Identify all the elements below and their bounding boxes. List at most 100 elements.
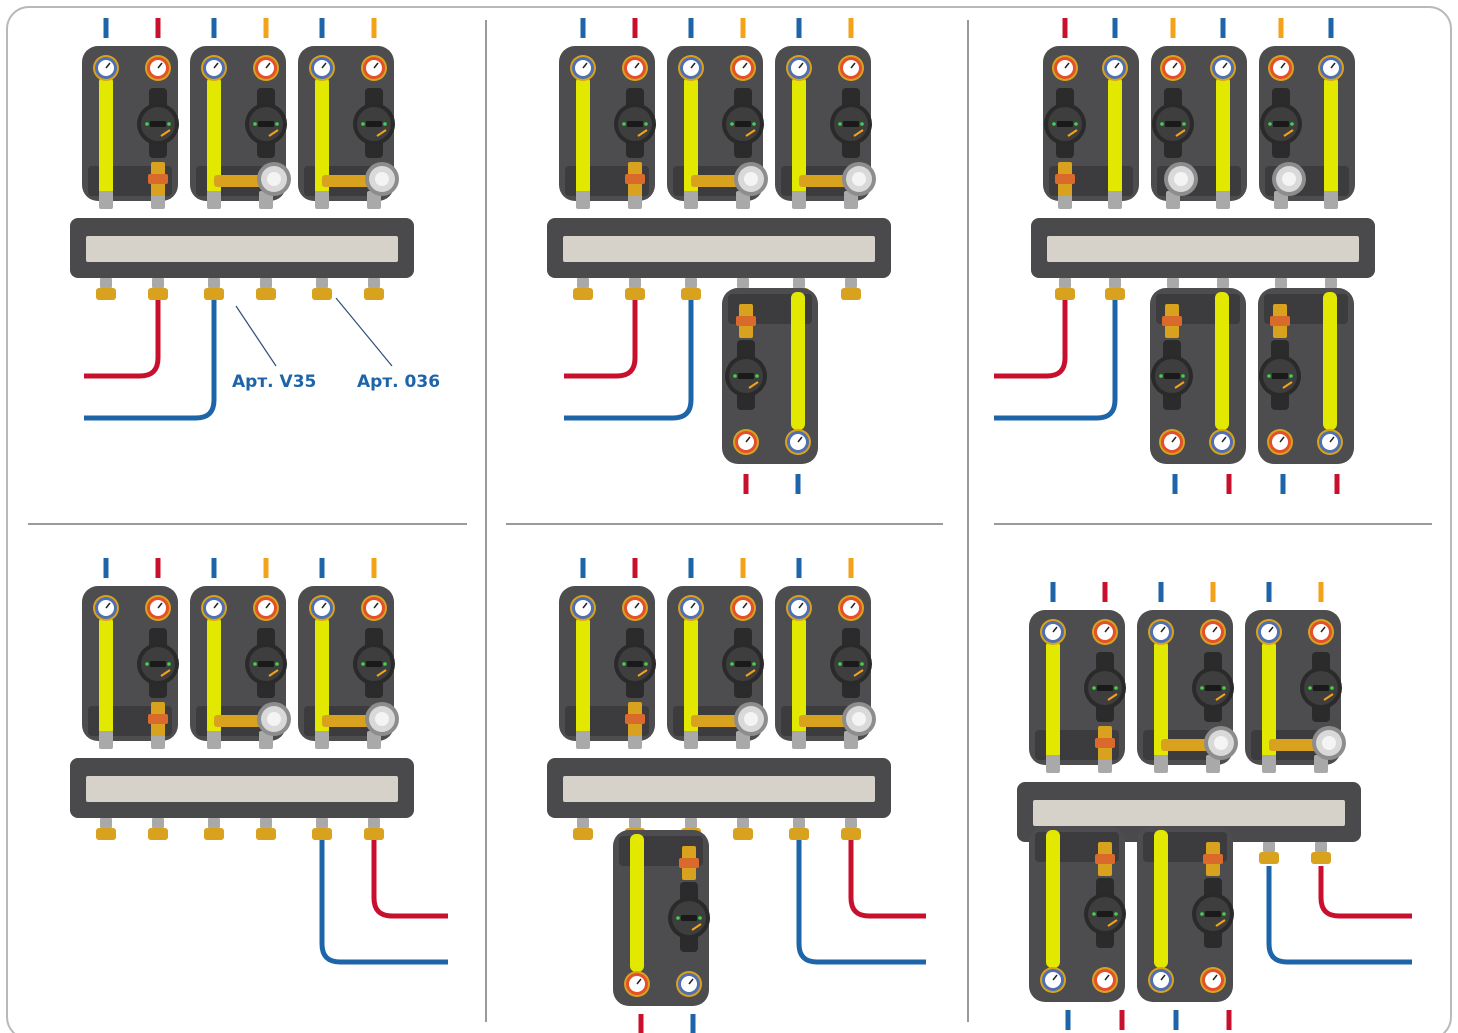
circulation-pump-icon: [614, 88, 656, 158]
supply-pipe: [1266, 866, 1412, 965]
pipe-stub: [1172, 474, 1178, 494]
pipe-stub: [848, 558, 854, 578]
manifold-outlet-fitting: [148, 818, 168, 840]
manifold-outlet-fitting: [681, 278, 701, 300]
mixing-valve-icon: [1204, 726, 1238, 760]
pipe-stub: [632, 558, 638, 578]
manifold-outlet-fitting: [1311, 842, 1331, 864]
pipe-stub: [795, 474, 801, 494]
manifold-outlet-fitting: [625, 278, 645, 300]
thermometer-gauge-icon: [1308, 619, 1334, 645]
pipe-stub: [690, 1014, 696, 1033]
supply-pipe: [371, 840, 448, 919]
mixing-valve-icon: [257, 162, 291, 196]
thermometer-gauge-icon: [253, 55, 279, 81]
pipe-stub: [1318, 582, 1324, 602]
pump-group-module: [1245, 610, 1346, 773]
thermometer-gauge-icon: [201, 595, 227, 621]
manifold-outlet-fitting: [789, 818, 809, 840]
pipe-stub: [1226, 474, 1232, 494]
thermometer-gauge-icon: [1052, 55, 1078, 81]
thermometer-gauge-icon: [309, 595, 335, 621]
ball-valve-icon: [1055, 162, 1075, 196]
pipe-stub: [740, 18, 746, 38]
supply-pipe: [564, 300, 694, 421]
manifold-outlet-fitting: [841, 278, 861, 300]
ball-valve-icon: [625, 702, 645, 736]
thermometer-gauge-icon: [253, 595, 279, 621]
manifold-outlet-fitting: [312, 278, 332, 300]
thermometer-gauge-icon: [1317, 429, 1343, 455]
pipe-stub: [1158, 582, 1164, 602]
thermometer-gauge-icon: [570, 55, 596, 81]
pump-group-module-lower: [613, 830, 710, 1006]
circulation-pump-icon: [830, 628, 872, 698]
circulation-pump-icon: [725, 340, 767, 410]
distribution-manifold: [70, 218, 414, 278]
pump-group-module: [1151, 46, 1247, 209]
ball-valve-icon: [148, 702, 168, 736]
pipe-stub: [1119, 1010, 1125, 1030]
pipe-stub: [638, 1014, 644, 1033]
thermometer-gauge-icon: [361, 595, 387, 621]
mixing-valve-icon: [734, 162, 768, 196]
pipe-stub: [263, 558, 269, 578]
pipe-stub: [1050, 582, 1056, 602]
supply-pipe: [994, 300, 1118, 421]
distribution-manifold: [70, 758, 414, 818]
thermometer-gauge-icon: [1200, 619, 1226, 645]
thermometer-gauge-icon: [622, 55, 648, 81]
thermometer-gauge-icon: [1040, 967, 1066, 993]
thermometer-gauge-icon: [93, 595, 119, 621]
supply-pipe: [848, 840, 926, 919]
thermometer-gauge-icon: [730, 55, 756, 81]
configuration-panel: [547, 18, 891, 494]
pipe-stub: [1065, 1010, 1071, 1030]
pipe-stub: [103, 558, 109, 578]
circulation-pump-icon: [722, 88, 764, 158]
configuration-panel: [70, 558, 448, 965]
thermometer-gauge-icon: [730, 595, 756, 621]
circulation-pump-icon: [722, 628, 764, 698]
manifold-outlet-fitting: [96, 818, 116, 840]
ball-valve-icon: [679, 846, 699, 880]
configuration-panel: [994, 18, 1375, 494]
pump-group-module-lower: [1029, 826, 1126, 1002]
pipe-stub: [796, 18, 802, 38]
pump-group-module: [559, 46, 656, 209]
thermometer-gauge-icon: [1209, 429, 1235, 455]
pipe-stub: [211, 18, 217, 38]
pump-group-module: [82, 46, 179, 209]
circulation-pump-icon: [1151, 340, 1193, 410]
manifold-outlet-fitting: [573, 278, 593, 300]
manifold-outlet-fitting: [1105, 278, 1125, 300]
pump-group-module: [1259, 46, 1355, 209]
thermometer-gauge-icon: [1160, 55, 1186, 81]
pump-group-module: [1029, 610, 1126, 773]
thermometer-gauge-icon: [678, 55, 704, 81]
pipe-stub: [1170, 18, 1176, 38]
circulation-pump-icon: [245, 628, 287, 698]
mixing-valve-icon: [734, 702, 768, 736]
thermometer-gauge-icon: [1268, 55, 1294, 81]
mixing-valve-icon: [1272, 162, 1306, 196]
manifold-outlet-fitting: [312, 818, 332, 840]
supply-pipe: [796, 840, 926, 965]
ball-valve-icon: [625, 162, 645, 196]
pump-group-module-lower: [1258, 288, 1354, 464]
pipe-stub: [155, 558, 161, 578]
mixing-valve-icon: [365, 162, 399, 196]
pipe-stub: [740, 558, 746, 578]
thermometer-gauge-icon: [1148, 619, 1174, 645]
pipe-stub: [1334, 474, 1340, 494]
pipe-stub: [743, 474, 749, 494]
manifold-outlet-fitting: [204, 278, 224, 300]
circulation-pump-icon: [353, 88, 395, 158]
pump-group-module: [559, 586, 656, 749]
thermometer-gauge-icon: [1102, 55, 1128, 81]
ball-valve-icon: [1095, 726, 1115, 760]
pipe-stub: [1220, 18, 1226, 38]
supply-pipe: [1318, 866, 1412, 919]
circulation-pump-icon: [668, 882, 710, 952]
pipe-stub: [1226, 1010, 1232, 1030]
